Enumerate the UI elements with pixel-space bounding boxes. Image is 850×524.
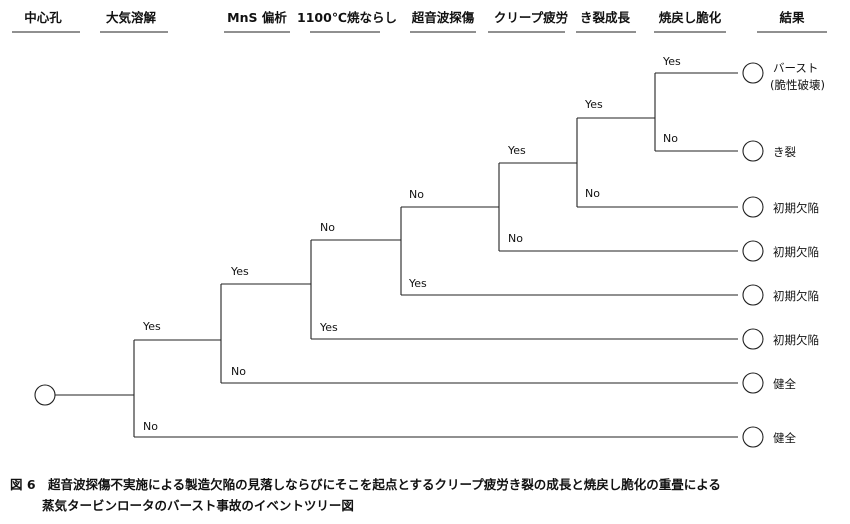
branch-label-5-yes: Yes	[507, 144, 526, 157]
caption-line-2: 蒸気タービンロータのバースト事故のイベントツリー図	[42, 498, 354, 513]
outcome-label-8: 健全	[773, 431, 796, 445]
column-header-8: 焼戻し脆化	[659, 10, 722, 25]
figure-caption: 図 6 超音波探傷不実施による製造欠陥の見落しならびにそこを起点とするクリープ疲…	[10, 474, 840, 516]
branch-label-5-no: No	[508, 232, 523, 245]
column-header-2: 大気溶解	[106, 10, 157, 25]
outcome-label-3: 初期欠陥	[773, 201, 819, 215]
branch-label-4-no: No	[409, 188, 424, 201]
outcome-label-6: 初期欠陥	[773, 333, 819, 347]
outcome-circle-1	[742, 62, 764, 84]
outcome-circle-8	[742, 426, 764, 448]
outcome-circle-3	[742, 196, 764, 218]
branch-label-2-yes: Yes	[230, 265, 249, 278]
branch-label-6-no: No	[585, 187, 600, 200]
outcome-circle-4	[742, 240, 764, 262]
branch-label-7-no: No	[663, 132, 678, 145]
branch-label-1-no: No	[143, 420, 158, 433]
column-header-1: 中心孔	[24, 10, 62, 25]
column-header-6: クリープ疲労	[494, 10, 568, 25]
branch-label-2-no: No	[231, 365, 246, 378]
column-header-5: 超音波探傷	[411, 10, 475, 25]
outcome-circle-2	[742, 140, 764, 162]
column-header-4: 1100℃焼ならし	[297, 10, 397, 25]
outcome-label-4: 初期欠陥	[773, 245, 819, 259]
outcome-label-2: き裂	[773, 145, 796, 159]
outcome-label-7: 健全	[773, 377, 796, 391]
column-header-9: 結果	[779, 10, 805, 25]
branch-label-1-yes: Yes	[142, 320, 161, 333]
branch-label-7-yes: Yes	[662, 55, 681, 68]
column-header-7: き裂成長	[580, 10, 631, 25]
outcome-circle-5	[742, 284, 764, 306]
column-header-3: MnS 偏析	[227, 10, 287, 25]
start-node-circle	[34, 384, 56, 406]
outcome-label-1: バースト	[773, 61, 818, 75]
caption-line-1: 図 6 超音波探傷不実施による製造欠陥の見落しならびにそこを起点とするクリープ疲…	[10, 477, 721, 492]
outcome-circle-7	[742, 372, 764, 394]
branch-label-3-yes: Yes	[319, 321, 338, 334]
branch-label-6-yes: Yes	[584, 98, 603, 111]
branch-label-4-yes: Yes	[408, 277, 427, 290]
outcome-sublabel-1: (脆性破壊)	[770, 78, 825, 92]
branch-label-3-no: No	[320, 221, 335, 234]
outcome-label-5: 初期欠陥	[773, 289, 819, 303]
outcome-circle-6	[742, 328, 764, 350]
